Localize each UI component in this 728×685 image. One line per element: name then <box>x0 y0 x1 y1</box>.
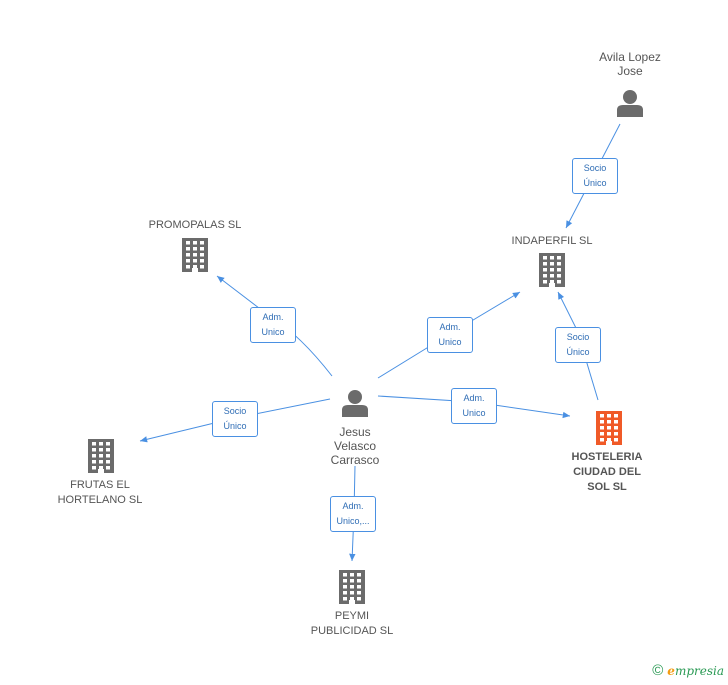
promopalas-building-icon[interactable] <box>182 238 208 272</box>
edge-label-line: Socio <box>583 163 607 173</box>
edge-label-line: Adm. <box>342 501 364 511</box>
peymi-building-icon[interactable] <box>339 570 365 604</box>
indaperfil-building-icon[interactable] <box>539 253 565 287</box>
edge-label-line: Único <box>583 178 607 188</box>
jesus-person-icon[interactable] <box>342 390 368 417</box>
edge-label-line: Unico <box>261 327 285 337</box>
node-label-line: Velasco <box>333 439 377 453</box>
edge-label-line: Adm. <box>439 322 461 332</box>
edge-label-line: Único <box>566 347 590 357</box>
edge-label-line: Socio <box>223 406 247 416</box>
edge-label-line: Adm. <box>463 393 485 403</box>
edge-label-line: Unico <box>462 408 486 418</box>
node-label-line: Avila Lopez <box>599 50 661 64</box>
node-label-line: PEYMI <box>334 610 370 622</box>
hosteleria-building-icon[interactable] <box>596 411 622 445</box>
node-label-line: PROMOPALAS SL <box>148 219 242 231</box>
copyright-symbol: © <box>652 662 664 679</box>
node-label-indaperfil[interactable]: INDAPERFIL SL <box>492 234 612 249</box>
node-label-line: Carrasco <box>330 453 380 467</box>
node-label-line: Jesus <box>339 425 371 439</box>
node-label-promopalas[interactable]: PROMOPALAS SL <box>135 218 255 233</box>
node-label-peymi[interactable]: PEYMI PUBLICIDAD SL <box>297 609 407 639</box>
edge-label-jesus-to-indaperfil[interactable]: Adm. Unico <box>427 317 473 353</box>
node-label-frutas[interactable]: FRUTAS EL HORTELANO SL <box>45 478 155 508</box>
edge-label-line: Adm. <box>262 312 284 322</box>
avila-person-icon[interactable] <box>617 90 643 117</box>
node-label-line: HOSTELERIA <box>571 451 643 463</box>
brand-name: mpresia <box>674 664 724 678</box>
edge-label-line: Unico,... <box>336 516 370 526</box>
node-label-line: INDAPERFIL SL <box>511 235 593 247</box>
edge-label-jesus-to-hosteleria[interactable]: Adm. Unico <box>451 388 497 424</box>
edge-label-jesus-to-promopalas[interactable]: Adm. Unico <box>250 307 296 343</box>
edge-label-line: Socio <box>566 332 590 342</box>
node-label-line: Jose <box>617 64 643 78</box>
node-label-line: FRUTAS EL <box>70 479 130 491</box>
edge-label-line: Único <box>223 421 247 431</box>
node-label-line: HORTELANO SL <box>57 494 143 506</box>
edge-label-line: Unico <box>438 337 462 347</box>
node-label-hosteleria[interactable]: HOSTELERIA CIUDAD DEL SOL SL <box>552 450 662 495</box>
node-label-line: SOL SL <box>587 481 627 493</box>
footer-brand[interactable]: ©empresia <box>652 662 724 679</box>
frutas-building-icon[interactable] <box>88 439 114 473</box>
brand-initial: e <box>667 664 675 678</box>
node-label-line: PUBLICIDAD SL <box>310 625 394 637</box>
edge-label-jesus-to-peymi[interactable]: Adm. Unico,... <box>330 496 376 532</box>
node-label-line: CIUDAD DEL <box>573 466 641 478</box>
